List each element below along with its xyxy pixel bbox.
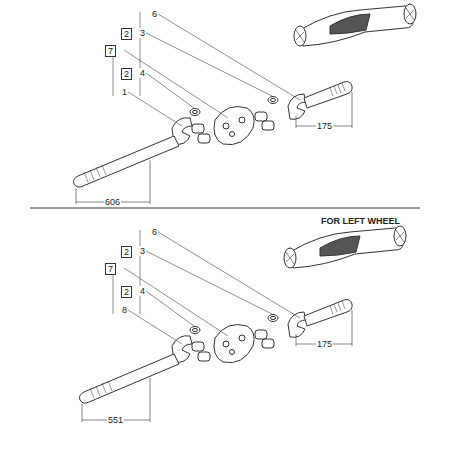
callout-number: 6	[151, 227, 158, 237]
callout-number: 8	[121, 305, 128, 315]
callout-number: 2	[121, 246, 132, 258]
callout-number: 4	[139, 68, 146, 78]
callout-number: 3	[139, 28, 146, 38]
dimension-label: 175	[316, 339, 333, 349]
callout-number: 2	[121, 286, 132, 298]
dimension-label: 606	[104, 197, 121, 207]
callout-number: 1	[121, 87, 128, 97]
callout-number: 3	[139, 246, 146, 256]
callout-number: 4	[139, 286, 146, 296]
callout-number: 7	[105, 263, 116, 275]
callout-number: 2	[121, 68, 132, 80]
callout-number: 2	[121, 28, 132, 40]
callout-number: 7	[105, 45, 116, 57]
dimension-label: 551	[107, 415, 124, 425]
dimension-label: 175	[316, 121, 333, 131]
callout-number: 6	[151, 9, 158, 19]
section-heading: FOR LEFT WHEEL	[320, 216, 401, 226]
